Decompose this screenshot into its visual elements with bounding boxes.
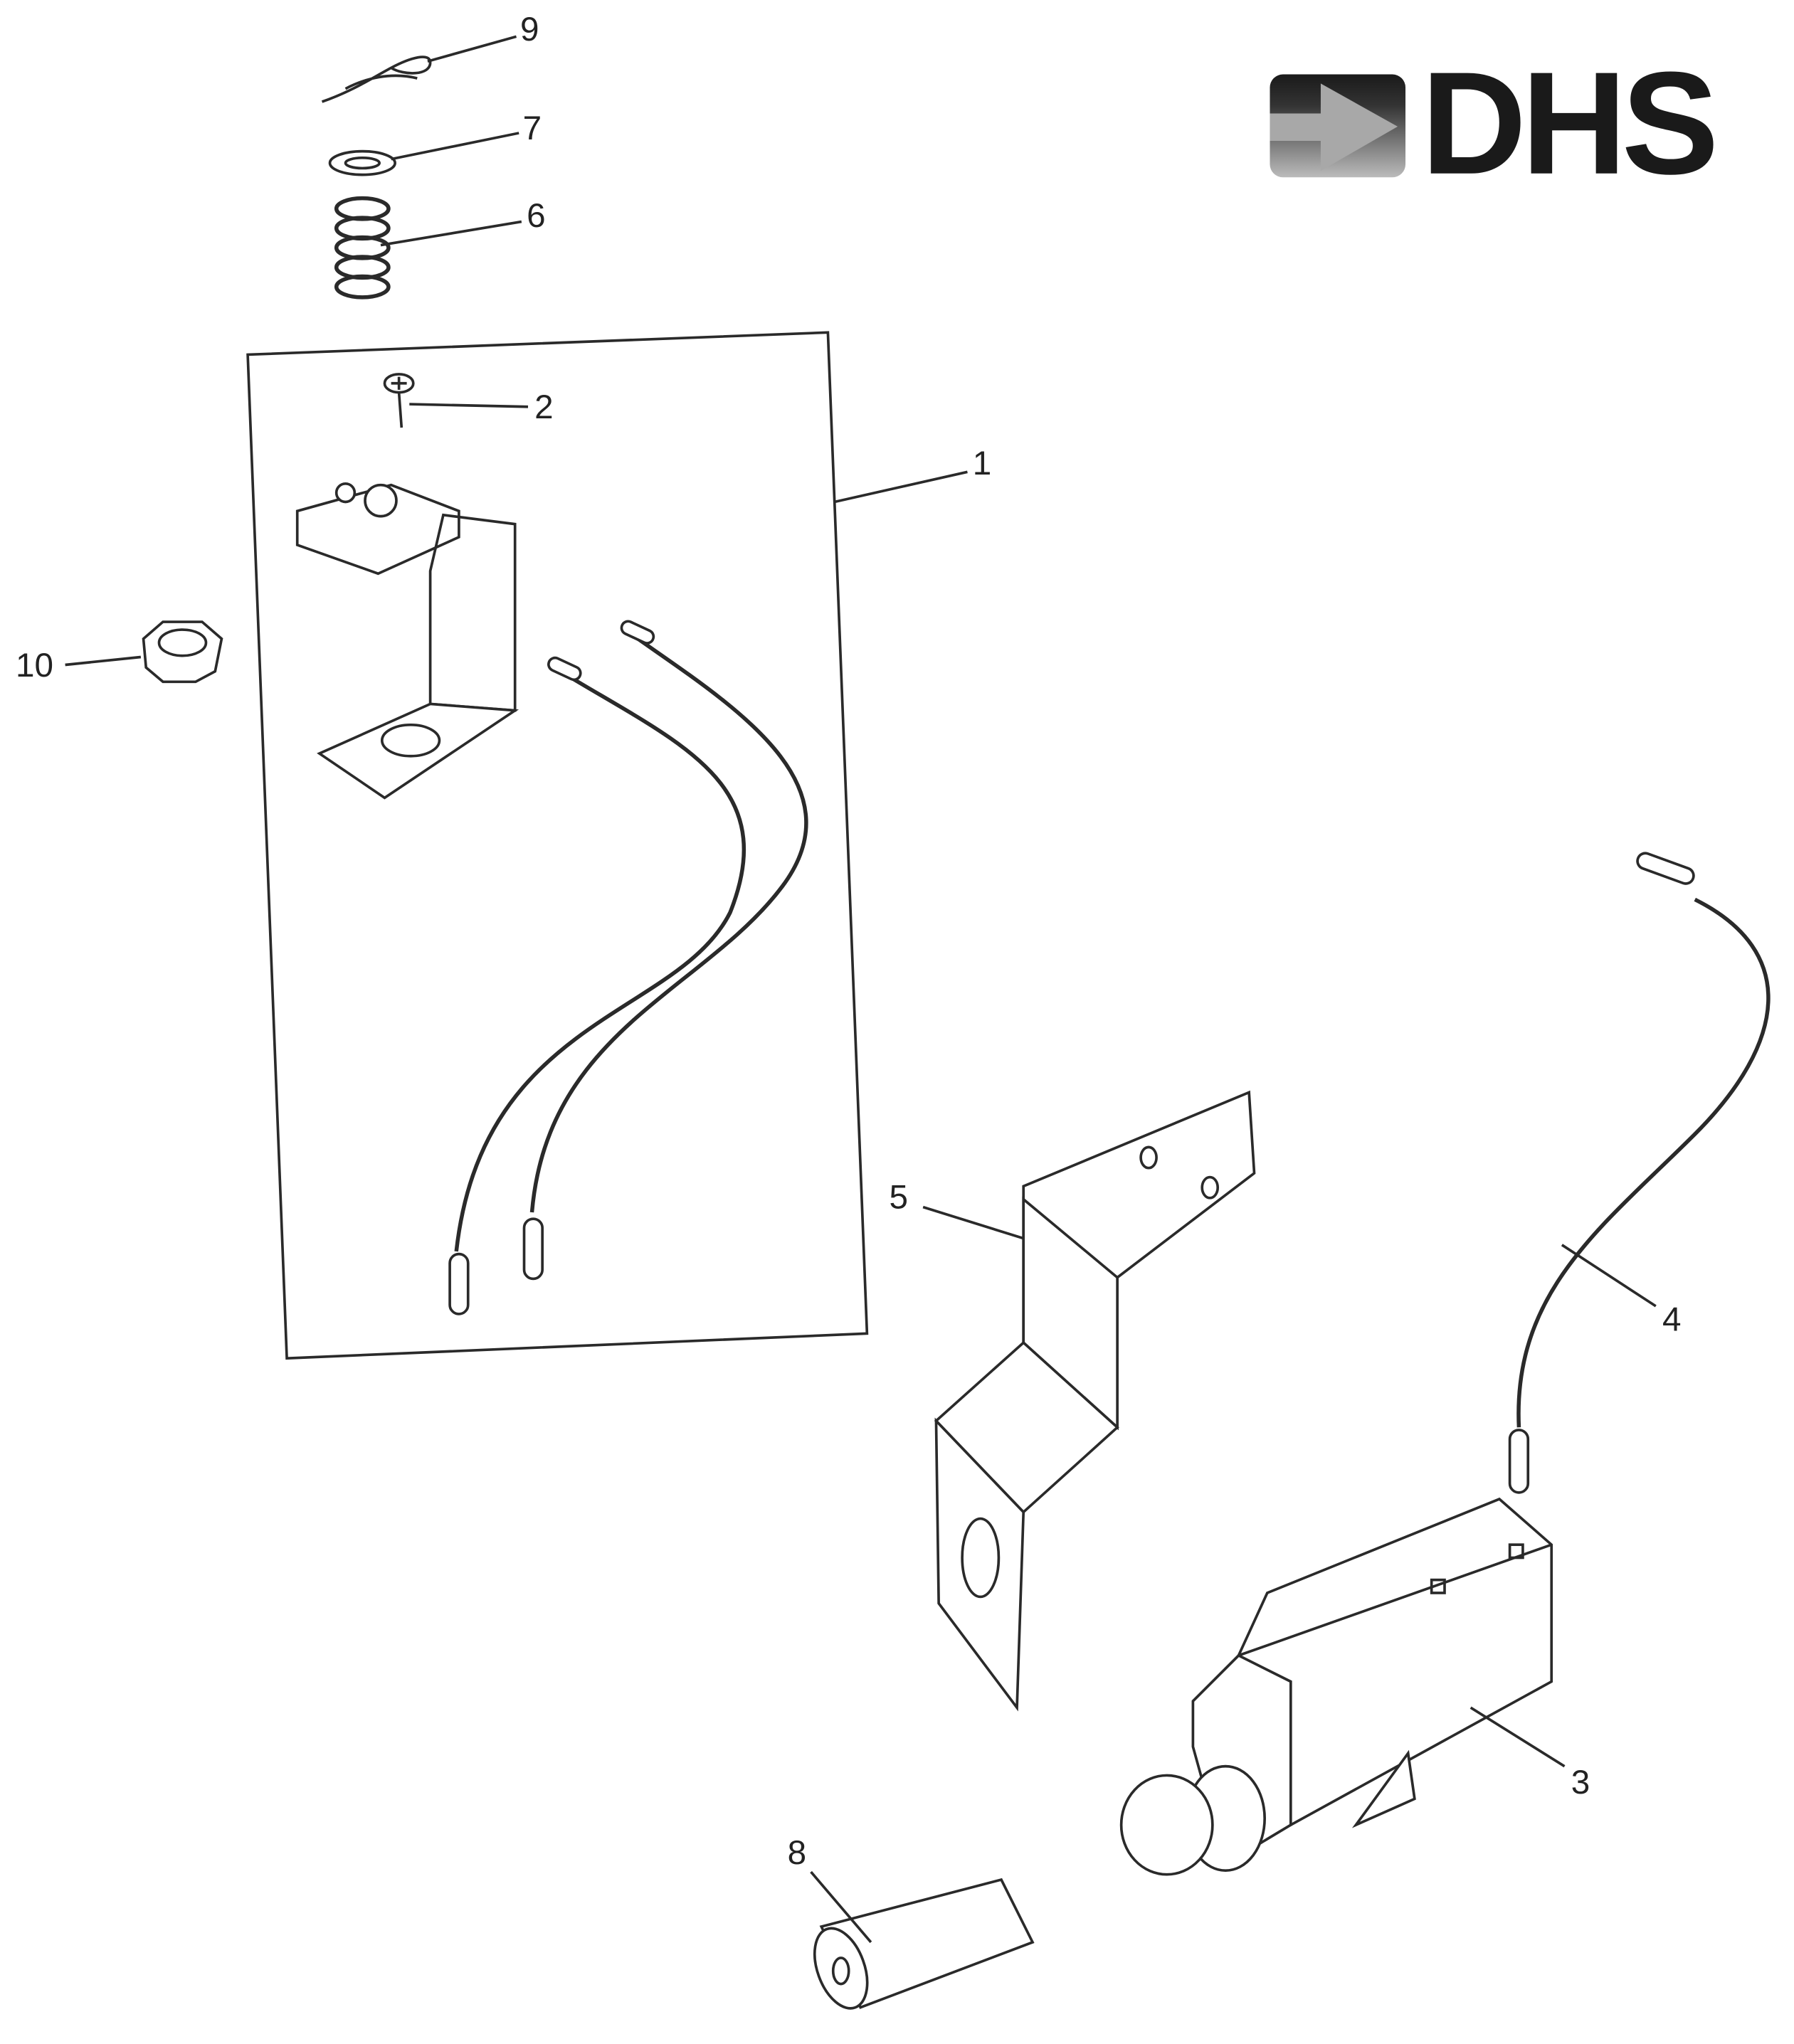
callout-label: 1: [973, 445, 992, 482]
callout-label: 8: [788, 1834, 807, 1872]
callout-6: 6: [380, 197, 546, 247]
dhs-logo: DHS: [1270, 42, 1719, 205]
callout-3: 3: [1470, 1706, 1590, 1801]
part-7-washer: [328, 149, 396, 176]
callout-10: 10: [16, 647, 142, 684]
part-9-clip: [321, 55, 432, 103]
callout-9: 9: [427, 11, 539, 63]
callout-label: 3: [1571, 1764, 1590, 1801]
part-1-kit-frame: [246, 331, 869, 1360]
part-5-bracket: [934, 1090, 1256, 1712]
callout-label: 10: [16, 647, 53, 684]
callout-label: 6: [527, 197, 546, 235]
part-3-igniter: [1119, 1497, 1553, 1876]
part-8-battery: [813, 1878, 1035, 2010]
part-6-spring: [334, 196, 391, 300]
callout-7: 7: [391, 110, 542, 161]
part-1-wires: [448, 620, 808, 1315]
part-1-switch-bracket: [295, 482, 519, 800]
callout-label: 2: [534, 388, 554, 426]
callout-8: 8: [788, 1834, 872, 1944]
logo-text: DHS: [1421, 42, 1714, 205]
part-4-lead-wire: [1508, 852, 1771, 1494]
callout-5: 5: [890, 1178, 1024, 1240]
callout-label: 5: [890, 1178, 909, 1216]
callout-2: 2: [409, 388, 554, 426]
callout-label: 9: [520, 11, 539, 48]
callout-label: 4: [1662, 1301, 1682, 1339]
callout-label: 7: [523, 110, 542, 147]
part-2-screw: [383, 373, 415, 428]
part-10-nut: [142, 620, 223, 684]
callout-4: 4: [1561, 1244, 1682, 1339]
callout-1: 1: [834, 445, 992, 504]
